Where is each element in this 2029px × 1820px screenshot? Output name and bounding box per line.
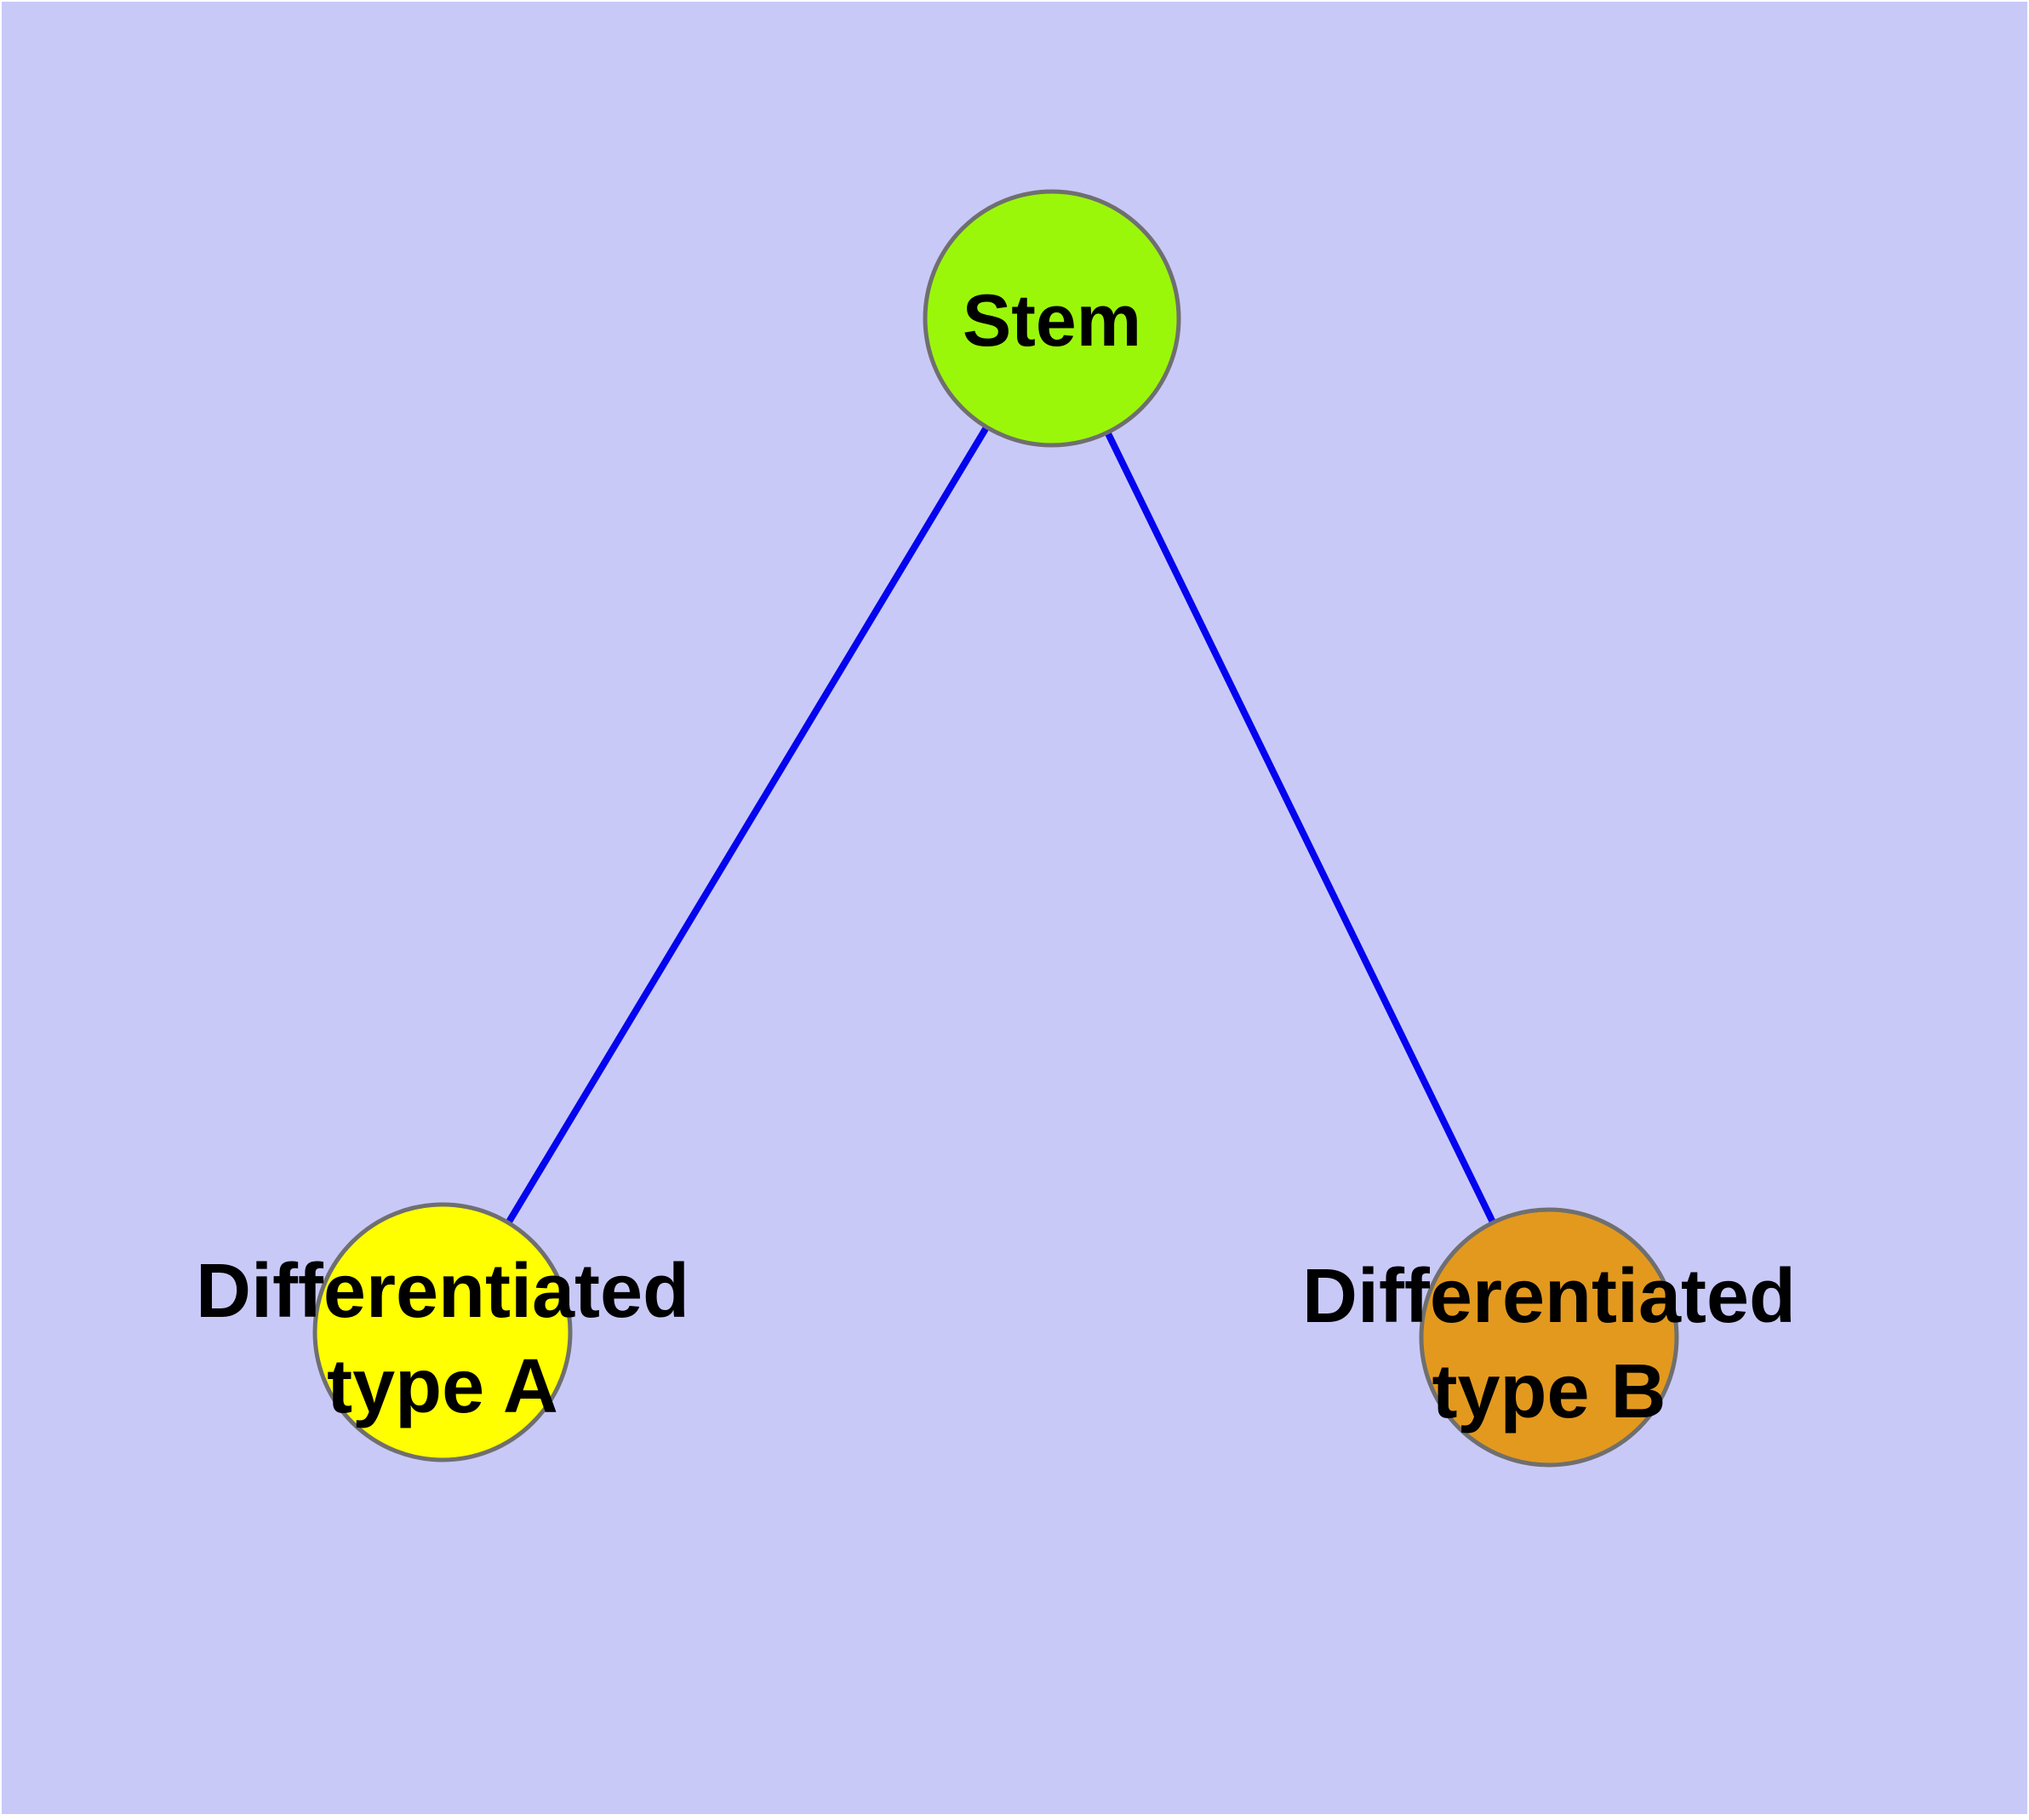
node-stem	[923, 189, 1181, 448]
edges-layer	[439, 316, 1552, 1339]
node-label-type-b-line2: type B	[1432, 1349, 1666, 1434]
node-differentiated-type-b	[1419, 1207, 1679, 1468]
edge-stem-to-type-a	[439, 316, 1055, 1335]
edge-stem-to-type-b	[1049, 317, 1552, 1339]
labels-layer: Stem Differentiated type A Differentiate…	[196, 280, 1796, 1434]
nodes-layer	[312, 189, 1679, 1468]
node-differentiated-type-a	[312, 1202, 573, 1462]
node-label-type-b-line1: Differentiated	[1302, 1254, 1796, 1339]
node-label-stem: Stem	[963, 280, 1141, 362]
node-label-type-a-line1: Differentiated	[196, 1249, 689, 1334]
node-label-type-a-line2: type A	[327, 1344, 558, 1429]
